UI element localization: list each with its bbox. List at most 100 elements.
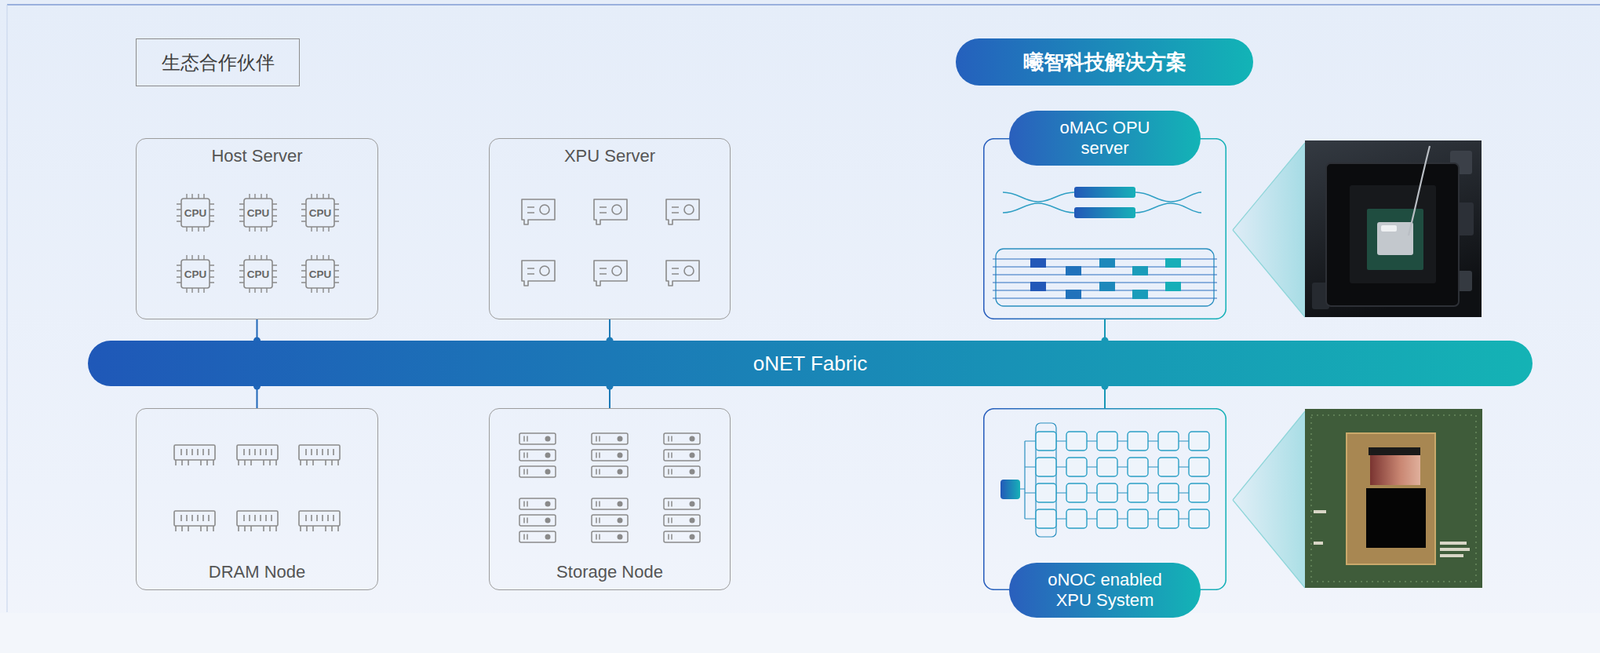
node-text: DRAM Node	[208, 561, 306, 583]
chip-body	[181, 198, 210, 227]
matrix-cell	[1030, 281, 1047, 292]
photo-pad-ring	[1311, 415, 1477, 582]
frame-line	[7, 4, 8, 613]
chip-pins	[239, 193, 277, 232]
noc-tile	[1158, 431, 1179, 451]
cpu-chip: CPU	[237, 253, 279, 295]
disk-unit-icon	[663, 449, 700, 461]
disk-unit-icon	[519, 466, 556, 478]
node-text: CPU	[184, 207, 208, 219]
photo-marking	[1313, 541, 1324, 545]
matrix-cell	[1065, 266, 1082, 276]
memory-stick-icon	[236, 510, 278, 532]
photo-photonic-die	[1370, 455, 1421, 485]
matrix-line	[992, 258, 1218, 299]
noc-link	[1024, 441, 1210, 519]
photo-marking	[1439, 553, 1464, 558]
noc-tile	[1066, 431, 1087, 451]
matrix-cell	[1099, 281, 1116, 292]
node-text: oNOC enabled XPU System	[1009, 562, 1201, 618]
node-text: 曦智科技解决方案	[1023, 48, 1187, 77]
box-border	[984, 138, 1227, 320]
chip-body	[244, 259, 273, 288]
noc-mesh	[1020, 422, 1210, 537]
noc-tile	[1097, 509, 1118, 529]
noc-tile	[1158, 457, 1179, 477]
node-text: CPU	[247, 207, 270, 219]
matrix-cell	[1165, 281, 1181, 292]
gpu-card-icon	[594, 260, 627, 286]
noc-tile	[1066, 483, 1087, 503]
photo-socket	[1326, 163, 1459, 307]
solution-box: oMAC OPU server	[983, 138, 1227, 320]
noc-column-frame	[1035, 422, 1057, 537]
photo-die-edge	[1368, 447, 1421, 456]
callout-fan	[1232, 142, 1305, 318]
callout-fan-edge	[1232, 142, 1305, 318]
matrix-cell	[1099, 258, 1116, 268]
disk-unit-icon	[591, 449, 628, 461]
node-text: CPU	[247, 268, 270, 281]
disk-unit-icon	[591, 498, 628, 510]
node-text: 生态合作伙伴	[161, 50, 275, 76]
disk-unit-icon	[591, 433, 628, 445]
photo-chip-substrate	[1366, 208, 1424, 270]
noc-tile	[1066, 457, 1087, 477]
phase-shifter-bar	[1074, 186, 1136, 198]
noc-tile	[1035, 431, 1057, 451]
disk-unit-icon	[663, 466, 700, 478]
noc-tile	[1188, 457, 1210, 477]
disk-unit-icon	[519, 433, 556, 445]
chip-pins	[176, 255, 215, 293]
memory-stick-icon	[236, 444, 278, 466]
server-box: CPUCPUCPUCPUCPUCPUHost Server	[135, 138, 379, 320]
noc-port	[1000, 479, 1021, 500]
photo-highlight	[1381, 225, 1397, 232]
photo-electronic-die	[1366, 488, 1426, 548]
node-box: DRAM Node	[135, 408, 379, 591]
photo-socket-well	[1349, 185, 1436, 284]
footer-ground	[0, 612, 1600, 653]
matrix-frame	[995, 248, 1214, 307]
gpu-card-icon	[594, 199, 627, 225]
chip-body	[306, 198, 335, 227]
phase-shifter-bar	[1074, 207, 1136, 219]
noc-tile	[1066, 509, 1087, 529]
memory-stick-icon	[298, 444, 340, 466]
noc-tile	[1127, 509, 1149, 529]
noc-tile	[1158, 483, 1179, 503]
chip-pins	[301, 255, 339, 293]
photo-chip-lid	[1377, 222, 1414, 256]
matrix-cell	[1030, 258, 1047, 268]
matrix-cell	[1165, 258, 1181, 268]
chip-body	[306, 259, 335, 288]
noc-tile	[1188, 509, 1210, 529]
node-text: Storage Node	[556, 561, 664, 583]
disk-unit-icon	[663, 531, 700, 543]
node-text: oMAC OPU server	[1009, 110, 1201, 166]
disk-unit-icon	[591, 466, 628, 478]
noc-tile	[1097, 431, 1118, 451]
noc-grid	[1035, 431, 1210, 529]
noc-tile	[1097, 457, 1118, 477]
frame-line	[7, 3, 1600, 5]
noc-tile	[1127, 457, 1149, 477]
chip-pins	[239, 255, 277, 293]
memory-stick-icon	[174, 510, 216, 532]
cpu-chip: CPU	[299, 253, 341, 295]
server-box: XPU Server	[488, 138, 731, 320]
photo-marking	[1439, 541, 1467, 545]
matrix-cell	[1132, 266, 1149, 276]
disk-unit-icon	[663, 514, 700, 526]
noc-tile	[1127, 431, 1149, 451]
node-text: CPU	[309, 268, 332, 281]
partner-label: 生态合作伙伴	[135, 38, 300, 87]
disk-unit-icon	[519, 514, 556, 526]
chip-socket-photo	[1304, 140, 1482, 318]
cpu-chip: CPU	[237, 192, 279, 234]
noc-link	[1020, 441, 1025, 519]
cpu-chip: CPU	[174, 192, 216, 234]
noc-tile	[1158, 509, 1179, 529]
memory-stick-icon	[174, 444, 216, 466]
